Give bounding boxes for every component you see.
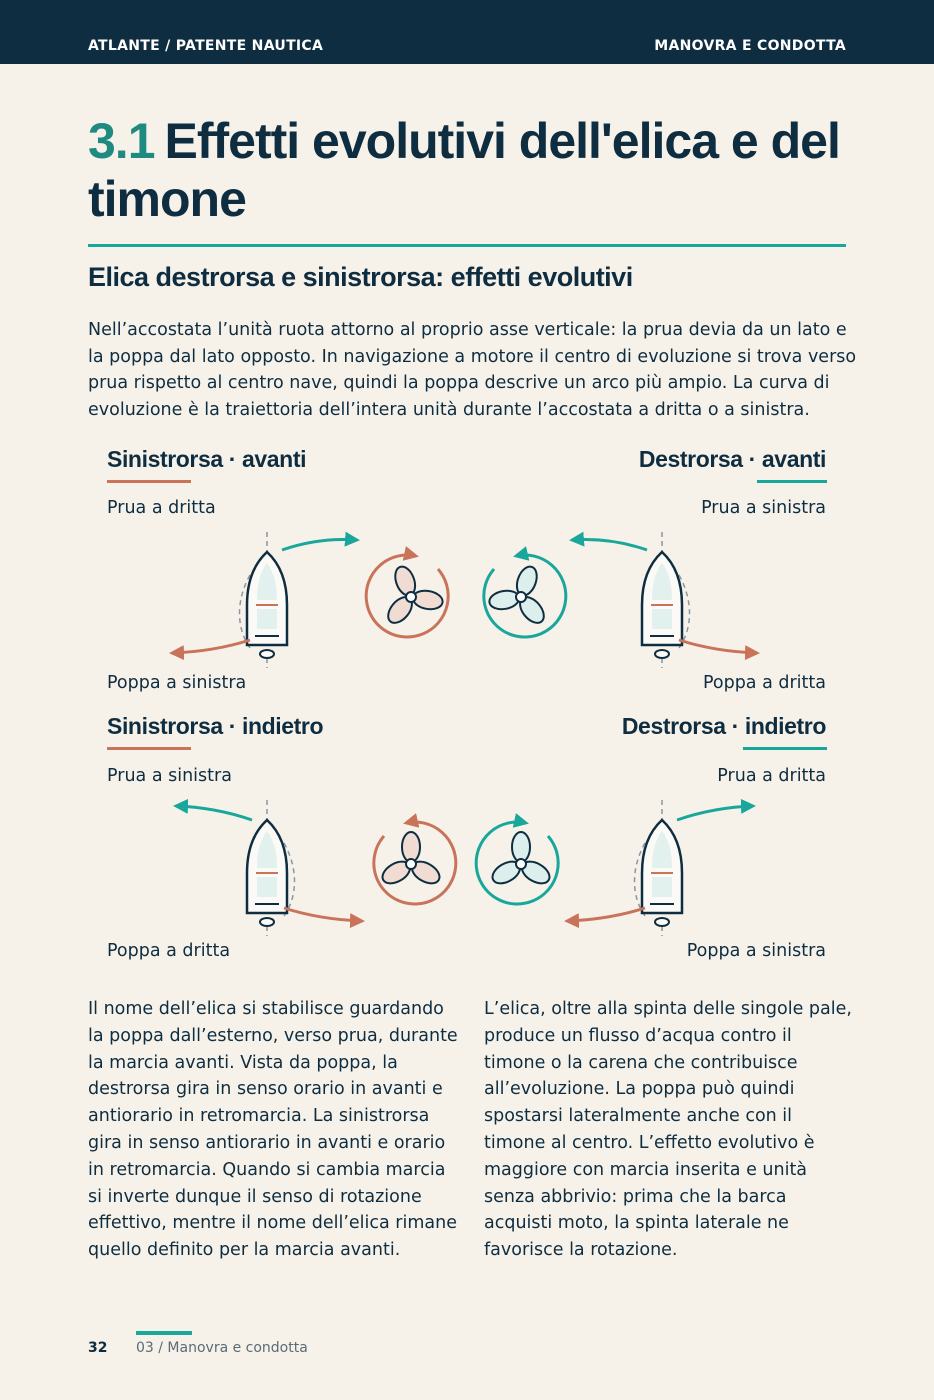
stern-arrow-icon <box>678 638 760 661</box>
section-title: Effetti evolutivi dell'elica e del timon… <box>88 113 841 227</box>
boat-icon <box>633 800 684 936</box>
bow-arrow-icon <box>569 531 648 552</box>
bow-label: Prua a dritta <box>717 766 826 786</box>
bow-label: Prua a sinistra <box>701 498 826 518</box>
rotation-arrow-icon <box>482 546 568 639</box>
panel-heading-destrorsa-avanti: Destrorsa · avanti <box>638 446 827 472</box>
stern-arrow-icon <box>564 906 646 929</box>
propeller-icon <box>381 831 441 885</box>
footer-section: 03 / Manovra e condotta <box>136 1340 308 1356</box>
bow-arrow-icon <box>676 798 756 822</box>
propeller-icon <box>491 831 551 885</box>
stern-label: Poppa a sinistra <box>686 941 826 961</box>
footer-accent-bar <box>136 1331 192 1335</box>
bow-arrow-icon <box>281 531 360 552</box>
section-number: 3.1 <box>88 113 156 169</box>
body-column-right: L’elica, oltre alla spinta delle singole… <box>484 999 852 1261</box>
boat-icon <box>640 532 691 668</box>
bow-arrow-icon <box>173 798 253 822</box>
running-header: ATLANTE / PATENTE NAUTICA MANOVRA E COND… <box>0 0 934 64</box>
stern-arrow-icon <box>283 906 365 929</box>
panel-underline <box>743 747 827 750</box>
body-column-left: Il nome dell’elica si stabilisce guardan… <box>88 999 458 1261</box>
panel-heading-destrorsa-indietro: Destrorsa · indietro <box>621 713 827 739</box>
panel-underline <box>107 480 191 483</box>
rotation-arrow-icon <box>474 813 560 906</box>
bow-label: Prua a dritta <box>107 498 216 518</box>
panel-heading-sinistrorsa-avanti: Sinistrorsa · avanti <box>107 446 307 472</box>
propeller-icon <box>488 565 545 624</box>
stern-label: Poppa a dritta <box>702 673 826 693</box>
title-rule <box>88 244 846 247</box>
rotation-arrow-icon <box>372 813 458 906</box>
stern-arrow-icon <box>169 638 251 661</box>
bow-label: Prua a sinistra <box>107 766 232 786</box>
page-number: 32 <box>88 1340 108 1356</box>
stern-label: Poppa a sinistra <box>107 673 247 693</box>
header-book-title: ATLANTE / PATENTE NAUTICA <box>88 38 324 54</box>
section-subtitle: Elica destrorsa e sinistrorsa: effetti e… <box>88 262 633 292</box>
intro-paragraph: Nell’accostata l’unità ruota attorno al … <box>88 320 857 421</box>
header-chapter: MANOVRA E CONDOTTA <box>654 38 846 54</box>
panel-underline <box>107 747 191 750</box>
boat-icon <box>238 532 289 668</box>
propeller-icon <box>387 565 444 624</box>
boat-icon <box>245 800 296 936</box>
stern-label: Poppa a dritta <box>107 941 231 961</box>
panel-heading-sinistrorsa-indietro: Sinistrorsa · indietro <box>107 713 324 739</box>
rotation-arrow-icon <box>364 546 450 639</box>
panel-underline <box>757 480 827 483</box>
